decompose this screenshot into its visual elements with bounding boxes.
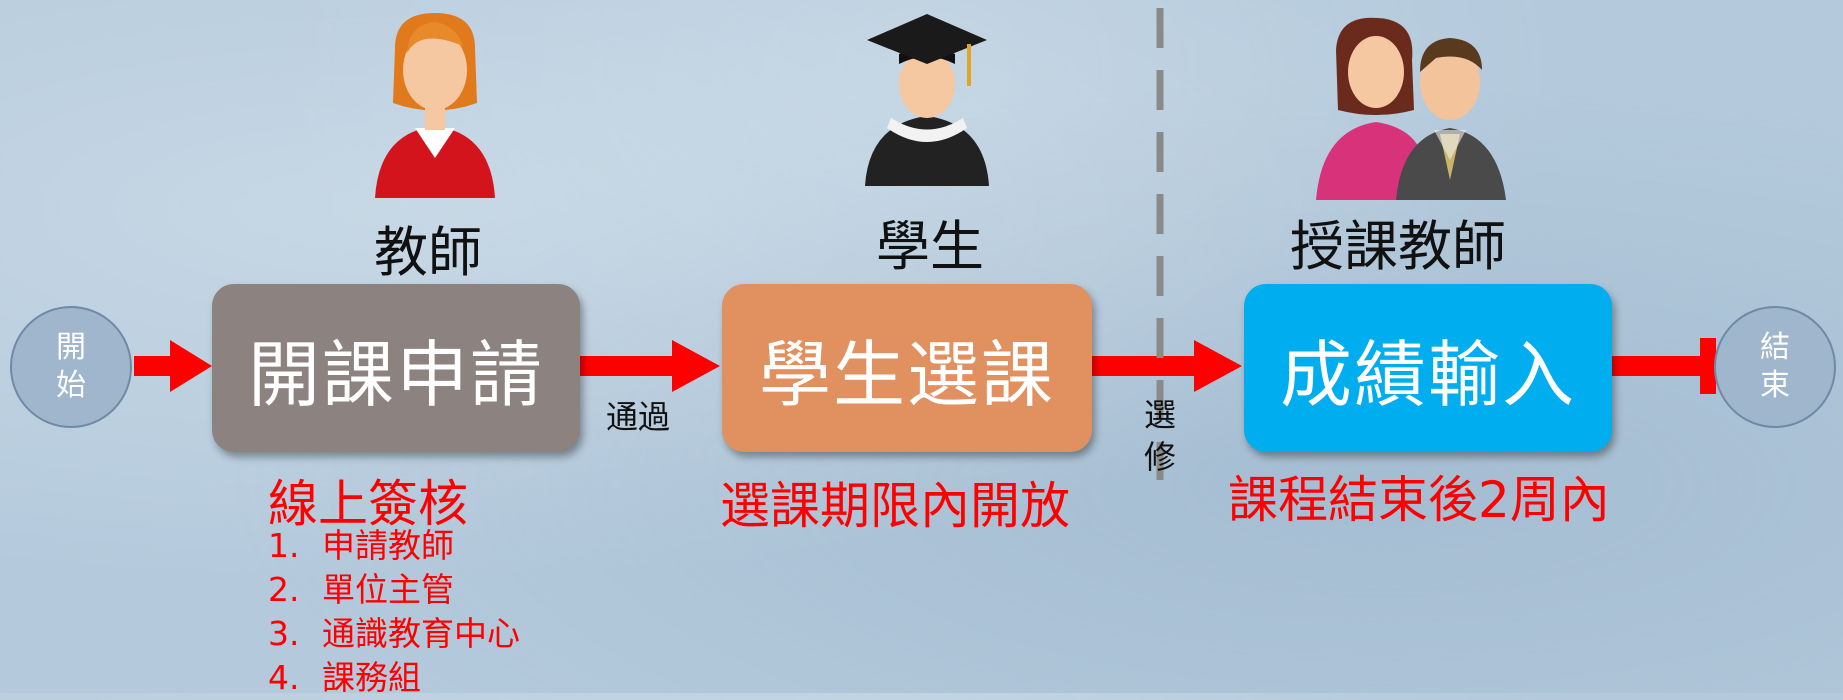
list-item: 1. 申請教師	[268, 524, 520, 568]
end-node-text-1: 結	[1760, 330, 1790, 365]
list-item-text: 申請教師	[322, 526, 454, 565]
step-grade-entry: 成績輸入	[1244, 284, 1612, 452]
arrow-apply-to-select	[578, 340, 720, 392]
end-node: 結 束	[1714, 306, 1836, 428]
list-item: 4. 課務組	[268, 656, 520, 700]
step-course-selection: 學生選課	[722, 284, 1092, 452]
signoff-list: 1. 申請教師 2. 單位主管 3. 通識教育中心 4. 課務組	[268, 524, 520, 700]
list-item-number: 2.	[268, 570, 300, 609]
list-item-text: 通識教育中心	[322, 614, 520, 653]
role-teacher: 教師	[374, 221, 482, 284]
graduate-student-icon	[865, 14, 989, 186]
list-item-number: 4.	[268, 658, 300, 697]
note-grade-deadline: 課程結束後2周內	[1228, 471, 1610, 529]
step-course-selection-label: 學生選課	[758, 332, 1055, 417]
role-instructor: 授課教師	[1290, 215, 1506, 278]
edge-label-elective: 選 修	[1140, 394, 1180, 478]
end-node-text-2: 束	[1760, 368, 1790, 403]
list-item: 2. 單位主管	[268, 568, 520, 612]
edge-label-elective-1: 選	[1143, 396, 1176, 434]
list-item-number: 3.	[268, 614, 300, 653]
step-course-application: 開課申請	[212, 284, 580, 452]
female-teacher-icon	[375, 13, 495, 198]
note-selection-period: 選課期限內開放	[720, 477, 1070, 535]
two-teachers-icon	[1316, 17, 1506, 200]
role-student: 學生	[876, 215, 984, 278]
list-item-text: 課務組	[322, 658, 421, 697]
edge-label-elective-2: 修	[1143, 438, 1176, 476]
step-grade-entry-label: 成績輸入	[1279, 332, 1576, 417]
note-online-signoff: 線上簽核	[268, 475, 468, 533]
start-node-text-2: 始	[56, 368, 86, 403]
arrow-select-to-grade	[1092, 340, 1242, 392]
list-item-number: 1.	[268, 526, 300, 565]
list-item: 3. 通識教育中心	[268, 612, 520, 656]
step-course-application-label: 開課申請	[247, 332, 544, 417]
start-node: 開 始	[10, 306, 132, 428]
list-item-text: 單位主管	[322, 570, 454, 609]
edge-label-pass: 通過	[606, 398, 671, 436]
arrow-grade-to-end	[1612, 338, 1716, 394]
arrow-start-to-apply	[134, 340, 212, 392]
start-node-text-1: 開	[56, 330, 86, 365]
